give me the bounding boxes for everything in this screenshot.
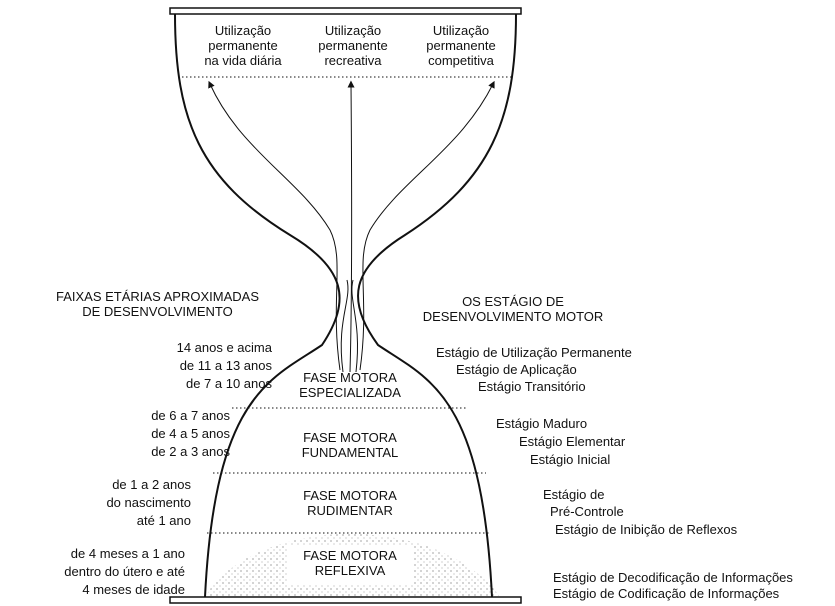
stage-permanent-use: Estágio de Utilização Permanente — [436, 345, 632, 360]
phase-fundamental: FASE MOTORA FUNDAMENTAL — [270, 430, 430, 460]
phase-specialized-line2: ESPECIALIZADA — [299, 385, 401, 400]
phase-fundamental-line1: FASE MOTORA — [303, 430, 397, 445]
phase-specialized: FASE MOTORA ESPECIALIZADA — [270, 370, 430, 400]
phase-rudimentary: FASE MOTORA RUDIMENTAR — [270, 488, 430, 518]
stage-mature: Estágio Maduro — [496, 416, 588, 431]
bottom-cap — [169, 596, 522, 604]
phase-reflexive-line2: REFLEXIVA — [314, 563, 386, 578]
hourglass-right-outline — [357, 13, 517, 598]
age-birth: do nascimento — [106, 495, 191, 510]
stage-information-decoding: Estágio de Decodificação de Informações — [553, 570, 793, 585]
phase-reflexive-line1: FASE MOTORA — [303, 548, 397, 563]
right-heading-line2: DESENVOLVIMENTO MOTOR — [422, 309, 604, 324]
right-heading-line1: OS ESTÁGIO DE — [462, 294, 564, 309]
left-heading-line2: DE DESENVOLVIMENTO — [82, 304, 233, 319]
left-heading-line1: FAIXAS ETÁRIAS APROXIMADAS — [55, 289, 259, 304]
stage-pre-control-line2: Pré-Controle — [550, 504, 624, 519]
stage-pre-control-line1: Estágio de — [543, 487, 605, 502]
top-use-recreational: Utilização permanente recreativa — [298, 23, 408, 68]
age-1-2: de 1 a 2 anos — [112, 477, 191, 492]
top-use-daily: Utilização permanente na vida diária — [188, 23, 298, 68]
reflexive-label-box — [287, 545, 413, 585]
age-4-months: 4 meses de idade — [82, 582, 185, 597]
age-in-utero: dentro do útero e até — [64, 564, 185, 579]
top-use-competitive: Utilização permanente competitiva — [406, 23, 516, 68]
age-6-7: de 6 a 7 anos — [151, 408, 230, 423]
age-2-3: de 2 a 3 anos — [151, 444, 230, 459]
arrow-competitive-use — [359, 80, 495, 371]
top-use-competitive-line3: competitiva — [428, 53, 494, 68]
age-7-10: de 7 a 10 anos — [185, 376, 272, 391]
top-use-competitive-line2: permanente — [426, 38, 496, 53]
stage-initial: Estágio Inicial — [530, 452, 611, 467]
ages-fundamental: de 6 a 7 anos de 4 a 5 anos de 2 a 3 ano… — [40, 408, 230, 459]
age-4-5: de 4 a 5 anos — [151, 426, 230, 441]
stage-information-encoding: Estágio de Codificação de Informações — [553, 586, 780, 601]
top-use-daily-line2: permanente — [208, 38, 278, 53]
top-use-recreational-line2: permanente — [318, 38, 388, 53]
arrow-daily-use — [208, 80, 341, 371]
age-4m-1y: de 4 meses a 1 ano — [70, 546, 185, 561]
phase-reflexive: FASE MOTORA REFLEXIVA — [270, 548, 430, 578]
right-heading: OS ESTÁGIO DE DESENVOLVIMENTO MOTOR — [398, 294, 628, 324]
neck-strand-1 — [340, 279, 349, 373]
left-heading: FAIXAS ETÁRIAS APROXIMADAS DE DESENVOLVI… — [40, 289, 275, 319]
top-use-competitive-line1: Utilização — [432, 23, 490, 38]
top-use-recreational-line1: Utilização — [324, 23, 382, 38]
ages-rudimentary: de 1 a 2 anos do nascimento até 1 ano — [20, 477, 191, 528]
phase-specialized-line1: FASE MOTORA — [303, 370, 397, 385]
top-use-daily-line3: na vida diária — [204, 53, 282, 68]
phase-fundamental-line2: FUNDAMENTAL — [301, 445, 399, 460]
hourglass-left-outline — [174, 13, 341, 598]
age-11-13: de 11 a 13 anos — [179, 358, 272, 373]
arrow-recreational-use — [347, 80, 355, 373]
ages-reflexive: de 4 meses a 1 ano dentro do útero e até… — [5, 546, 185, 597]
stage-transitional: Estágio Transitório — [478, 379, 586, 394]
age-14-plus: 14 anos e acima — [176, 340, 272, 355]
neck-strand-2 — [351, 279, 359, 373]
phase-rudimentary-line1: FASE MOTORA — [303, 488, 397, 503]
stage-elementary: Estágio Elementar — [519, 434, 626, 449]
phase-rudimentary-line2: RUDIMENTAR — [307, 503, 393, 518]
ages-specialized: 14 anos e acima de 11 a 13 anos de 7 a 1… — [60, 340, 272, 391]
top-cap — [169, 7, 522, 15]
top-use-recreational-line3: recreativa — [324, 53, 382, 68]
stage-reflex-inhibition: Estágio de Inibição de Reflexos — [555, 522, 738, 537]
stage-application: Estágio de Aplicação — [456, 362, 577, 377]
top-use-daily-line1: Utilização — [214, 23, 272, 38]
age-until-1: até 1 ano — [136, 513, 191, 528]
